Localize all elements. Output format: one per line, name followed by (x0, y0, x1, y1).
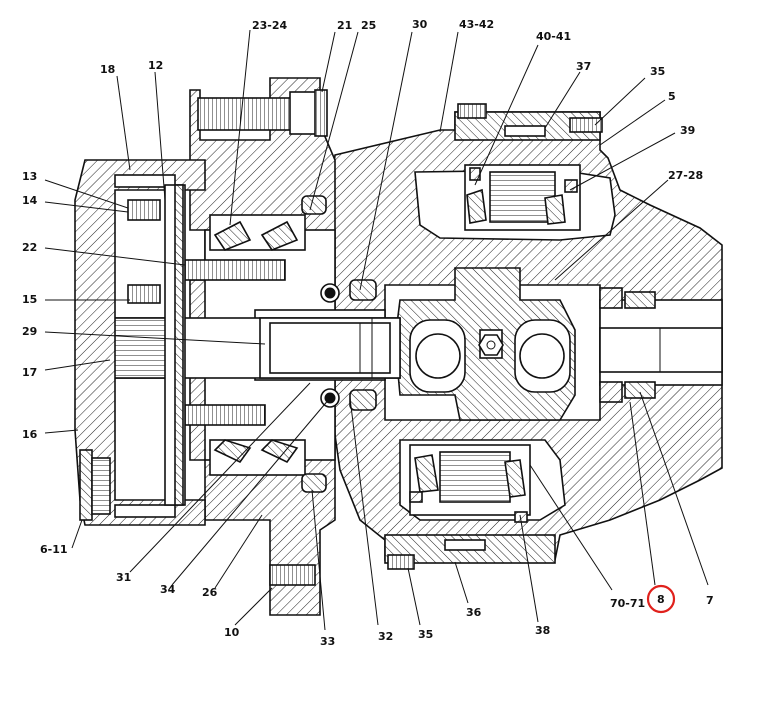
label-35-bottom: 35 (418, 628, 433, 641)
label-70-71: 70-71 (610, 597, 645, 610)
center-yoke (394, 267, 576, 421)
label-27-28: 27-28 (668, 169, 703, 182)
label-43-42: 43-42 (459, 18, 494, 31)
label-32: 32 (378, 630, 393, 643)
right-seal-group (599, 287, 656, 403)
label-6-11: 6-11 (40, 543, 68, 556)
label-12: 12 (148, 59, 163, 72)
label-13: 13 (22, 170, 37, 183)
left-cover (74, 159, 206, 526)
label-33: 33 (320, 635, 335, 648)
left-inner-parts (127, 184, 186, 506)
label-23-24: 23-24 (252, 19, 288, 32)
stud-bolts (184, 259, 286, 426)
label-17: 17 (22, 366, 37, 379)
label-37: 37 (576, 60, 591, 73)
bottom-taper-bearing (409, 444, 531, 523)
label-22: 22 (22, 241, 37, 254)
label-5: 5 (668, 90, 676, 103)
inner-bearings-lower (209, 439, 306, 476)
label-35-top: 35 (650, 65, 665, 78)
drain-plug (79, 449, 111, 521)
part-labels: 18 12 23-24 21 25 30 43-42 40-41 37 35 5… (22, 18, 714, 648)
label-15: 15 (22, 293, 37, 306)
label-16: 16 (22, 428, 38, 441)
top-taper-bearing (464, 164, 581, 231)
highlight-circle (646, 584, 676, 614)
label-25: 25 (361, 19, 376, 32)
label-29: 29 (22, 325, 37, 338)
leader-lines (44, 29, 709, 631)
label-18: 18 (100, 63, 115, 76)
label-8: 8 (657, 593, 665, 606)
label-10: 10 (224, 626, 240, 639)
top-bearing-cap (454, 103, 603, 141)
top-bolt (197, 89, 328, 137)
label-36: 36 (466, 606, 482, 619)
label-14: 14 (22, 194, 38, 207)
label-31: 31 (116, 571, 131, 584)
label-40-41: 40-41 (536, 30, 571, 43)
label-38: 38 (535, 624, 550, 637)
label-34: 34 (160, 583, 176, 596)
label-26: 26 (202, 586, 218, 599)
seal-rings (301, 195, 377, 493)
label-39: 39 (680, 124, 695, 137)
label-7: 7 (706, 594, 714, 607)
label-21: 21 (337, 19, 352, 32)
bottom-bolt (269, 564, 316, 586)
bottom-bearing-cap (384, 534, 556, 570)
inner-bearings-upper (209, 214, 306, 251)
label-30: 30 (412, 18, 428, 31)
